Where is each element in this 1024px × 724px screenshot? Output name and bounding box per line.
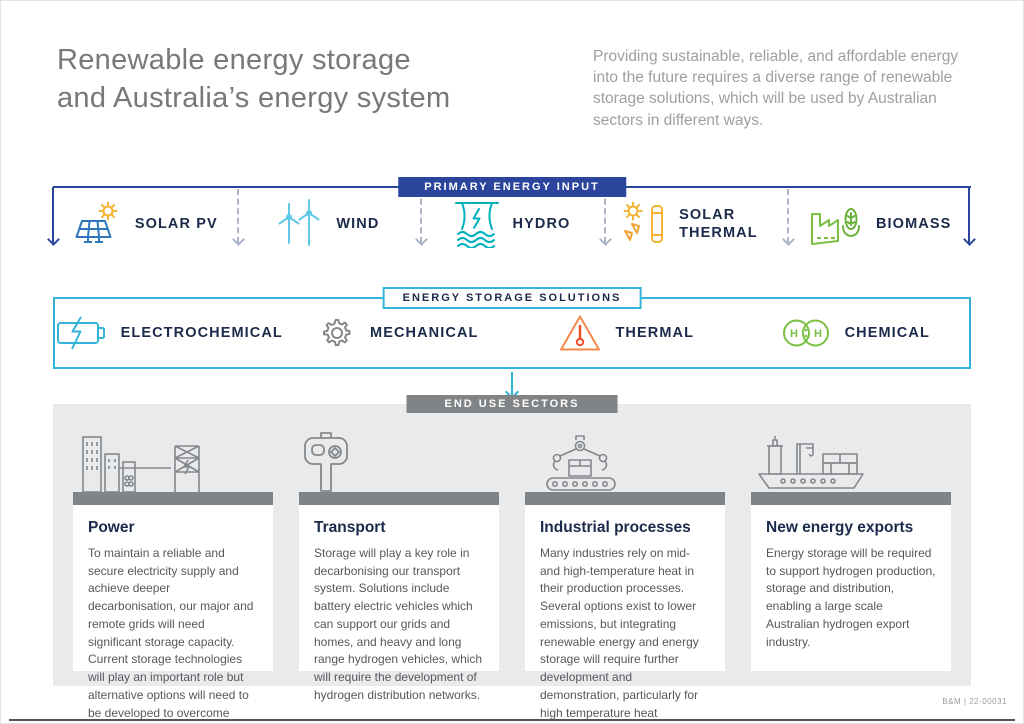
sector-icon-area bbox=[73, 430, 273, 492]
end-use-columns: Power To maintain a reliable and secure … bbox=[73, 430, 951, 720]
energy-item-solar-pv: SOLAR PV bbox=[53, 199, 237, 249]
sector-icon-area bbox=[525, 430, 725, 492]
sector-title: Industrial processes bbox=[540, 518, 691, 536]
title-line-2: and Australia’s energy system bbox=[57, 82, 451, 115]
wind-turbines-icon bbox=[278, 198, 320, 246]
sector-divider-bar bbox=[299, 491, 499, 505]
title-line-1: Renewable energy storage bbox=[57, 44, 411, 76]
storage-item-label: THERMAL bbox=[615, 324, 695, 341]
header: Renewable energy storage and Australia’s… bbox=[1, 1, 1023, 131]
down-arrow-dashed bbox=[787, 188, 790, 243]
down-arrow-dashed bbox=[420, 188, 423, 243]
sector-description: Energy storage will be required to suppo… bbox=[766, 545, 936, 649]
sector-title: Power bbox=[88, 518, 135, 536]
sector-description: Many industries rely on mid-and high-tem… bbox=[540, 545, 699, 720]
gear-icon bbox=[323, 318, 351, 346]
thermometer-warning-icon bbox=[560, 315, 601, 351]
storage-solutions-section: ENERGY STORAGE SOLUTIONS ELECTROCHEMICAL… bbox=[53, 286, 971, 369]
energy-item-label: HYDRO bbox=[512, 215, 571, 232]
svg-text:H: H bbox=[790, 328, 798, 340]
sector-description: Storage will play a key role in decarbon… bbox=[314, 545, 483, 702]
down-arrow-cyan bbox=[511, 371, 513, 396]
sector-description: To maintain a reliable and secure electr… bbox=[88, 545, 254, 720]
down-arrow-dashed bbox=[603, 188, 606, 243]
energy-item-hydro: HYDRO bbox=[420, 199, 604, 249]
sector-divider-bar bbox=[751, 491, 951, 505]
city-power-grid-icon bbox=[82, 436, 200, 492]
sector-divider-bar bbox=[525, 491, 725, 505]
primary-energy-section: PRIMARY ENERGY INPUT SOLAR PV bbox=[52, 176, 971, 269]
energy-item-label: SOLAR PV bbox=[134, 215, 218, 232]
hydro-dam-icon bbox=[454, 201, 499, 248]
down-arrow-solid-right bbox=[968, 186, 970, 243]
sector-exports: New energy exports Energy storage will b… bbox=[751, 430, 951, 671]
cargo-ship-icon bbox=[758, 435, 864, 489]
storage-item-thermal: THERMAL bbox=[512, 313, 741, 353]
bottom-edge-rule bbox=[9, 719, 1015, 721]
down-arrow-dashed bbox=[236, 188, 239, 243]
storage-solutions-band-label: ENERGY STORAGE SOLUTIONS bbox=[382, 286, 642, 309]
sector-icon-area bbox=[299, 430, 499, 492]
primary-energy-band-label: PRIMARY ENERGY INPUT bbox=[398, 176, 626, 197]
storage-item-label: CHEMICAL bbox=[844, 324, 930, 341]
robotic-arm-conveyor-icon bbox=[546, 435, 616, 491]
sector-divider-bar bbox=[73, 491, 273, 505]
intro-paragraph: Providing sustainable, reliable, and aff… bbox=[593, 48, 959, 129]
primary-energy-items: SOLAR PV WIND bbox=[53, 198, 971, 249]
sector-card: Industrial processes Many industries rel… bbox=[525, 504, 725, 720]
energy-item-solar-thermal: SOLAR THERMAL bbox=[604, 199, 788, 249]
end-use-section: END USE SECTORS bbox=[53, 394, 971, 720]
sector-title: New energy exports bbox=[766, 518, 914, 536]
energy-item-biomass: BIOMASS bbox=[787, 199, 971, 249]
page-title: Renewable energy storage and Australia’s… bbox=[57, 41, 450, 118]
sector-power: Power To maintain a reliable and secure … bbox=[73, 430, 273, 720]
biomass-icon bbox=[810, 207, 860, 245]
battery-bolt-icon bbox=[56, 316, 105, 350]
down-arrow-solid-left bbox=[52, 186, 54, 243]
energy-item-wind: WIND bbox=[237, 198, 421, 249]
svg-text:H: H bbox=[814, 328, 822, 340]
energy-item-label: BIOMASS bbox=[875, 215, 952, 232]
storage-item-electrochemical: ELECTROCHEMICAL bbox=[55, 314, 284, 352]
sector-card: Power To maintain a reliable and secure … bbox=[73, 504, 273, 720]
end-use-band-label: END USE SECTORS bbox=[406, 394, 618, 413]
energy-item-label: SOLAR THERMAL bbox=[679, 206, 758, 241]
sector-icon-area bbox=[751, 430, 951, 492]
storage-item-label: ELECTROCHEMICAL bbox=[120, 324, 283, 341]
sector-card: Transport Storage will play a key role i… bbox=[299, 504, 499, 702]
sector-transport: Transport Storage will play a key role i… bbox=[299, 430, 499, 702]
sector-card: New energy exports Energy storage will b… bbox=[751, 504, 951, 671]
sector-title: Transport bbox=[314, 518, 386, 536]
solar-pv-icon bbox=[75, 201, 118, 243]
solar-thermal-icon bbox=[623, 201, 664, 243]
storage-item-mechanical: MECHANICAL bbox=[284, 313, 513, 353]
fuel-pump-nozzle-icon bbox=[304, 432, 348, 492]
sector-industrial: Industrial processes Many industries rel… bbox=[525, 430, 725, 720]
energy-item-label: WIND bbox=[336, 215, 380, 232]
document-number: B&M | 22-00031 bbox=[942, 697, 1007, 706]
storage-item-label: MECHANICAL bbox=[370, 324, 479, 341]
